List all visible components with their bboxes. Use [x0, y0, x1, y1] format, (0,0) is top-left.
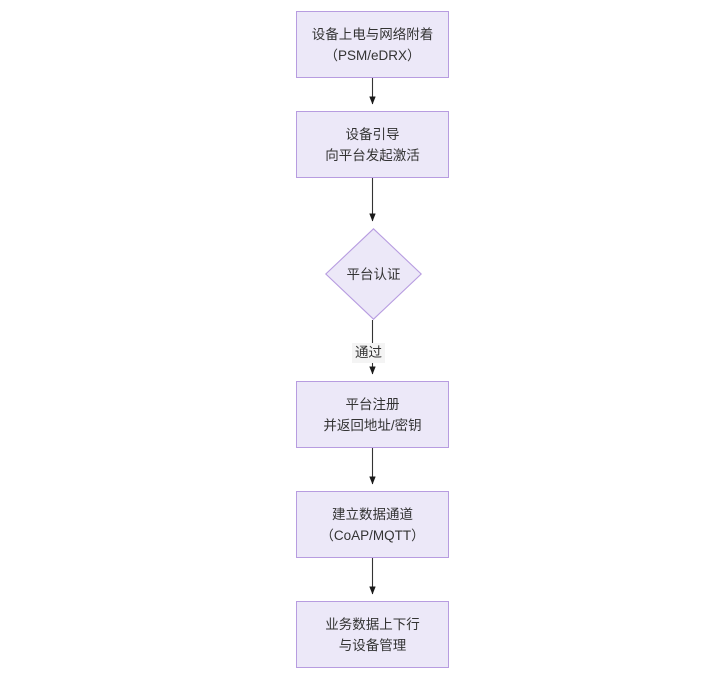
- node-line-1: 业务数据上下行: [325, 616, 420, 632]
- node-business-data-and-device-management[interactable]: 业务数据上下行 与设备管理: [296, 601, 449, 668]
- node-line-1: 平台注册: [345, 396, 400, 412]
- node-line-2: 并返回地址/密钥: [323, 417, 422, 433]
- node-establish-data-channel[interactable]: 建立数据通道 （CoAP/MQTT）: [296, 491, 449, 558]
- node-platform-registration[interactable]: 平台注册 并返回地址/密钥: [296, 381, 449, 448]
- diamond-shape: [325, 228, 422, 320]
- node-platform-authentication[interactable]: 平台认证: [325, 228, 422, 320]
- node-line-2: 向平台发起激活: [325, 147, 420, 163]
- node-line-1: 平台认证: [346, 266, 401, 282]
- node-line-2: （CoAP/MQTT）: [320, 527, 425, 543]
- node-line-1: 建立数据通道: [332, 506, 413, 522]
- node-line-2: 与设备管理: [338, 637, 407, 653]
- node-line-2: （PSM/eDRX）: [324, 47, 421, 63]
- edge-label-pass: 通过: [352, 343, 385, 363]
- node-line-1: 设备引导: [345, 126, 400, 142]
- node-device-bootstrap[interactable]: 设备引导 向平台发起激活: [296, 111, 449, 178]
- node-device-power-on[interactable]: 设备上电与网络附着 （PSM/eDRX）: [296, 11, 449, 78]
- node-line-1: 设备上电与网络附着: [311, 26, 434, 42]
